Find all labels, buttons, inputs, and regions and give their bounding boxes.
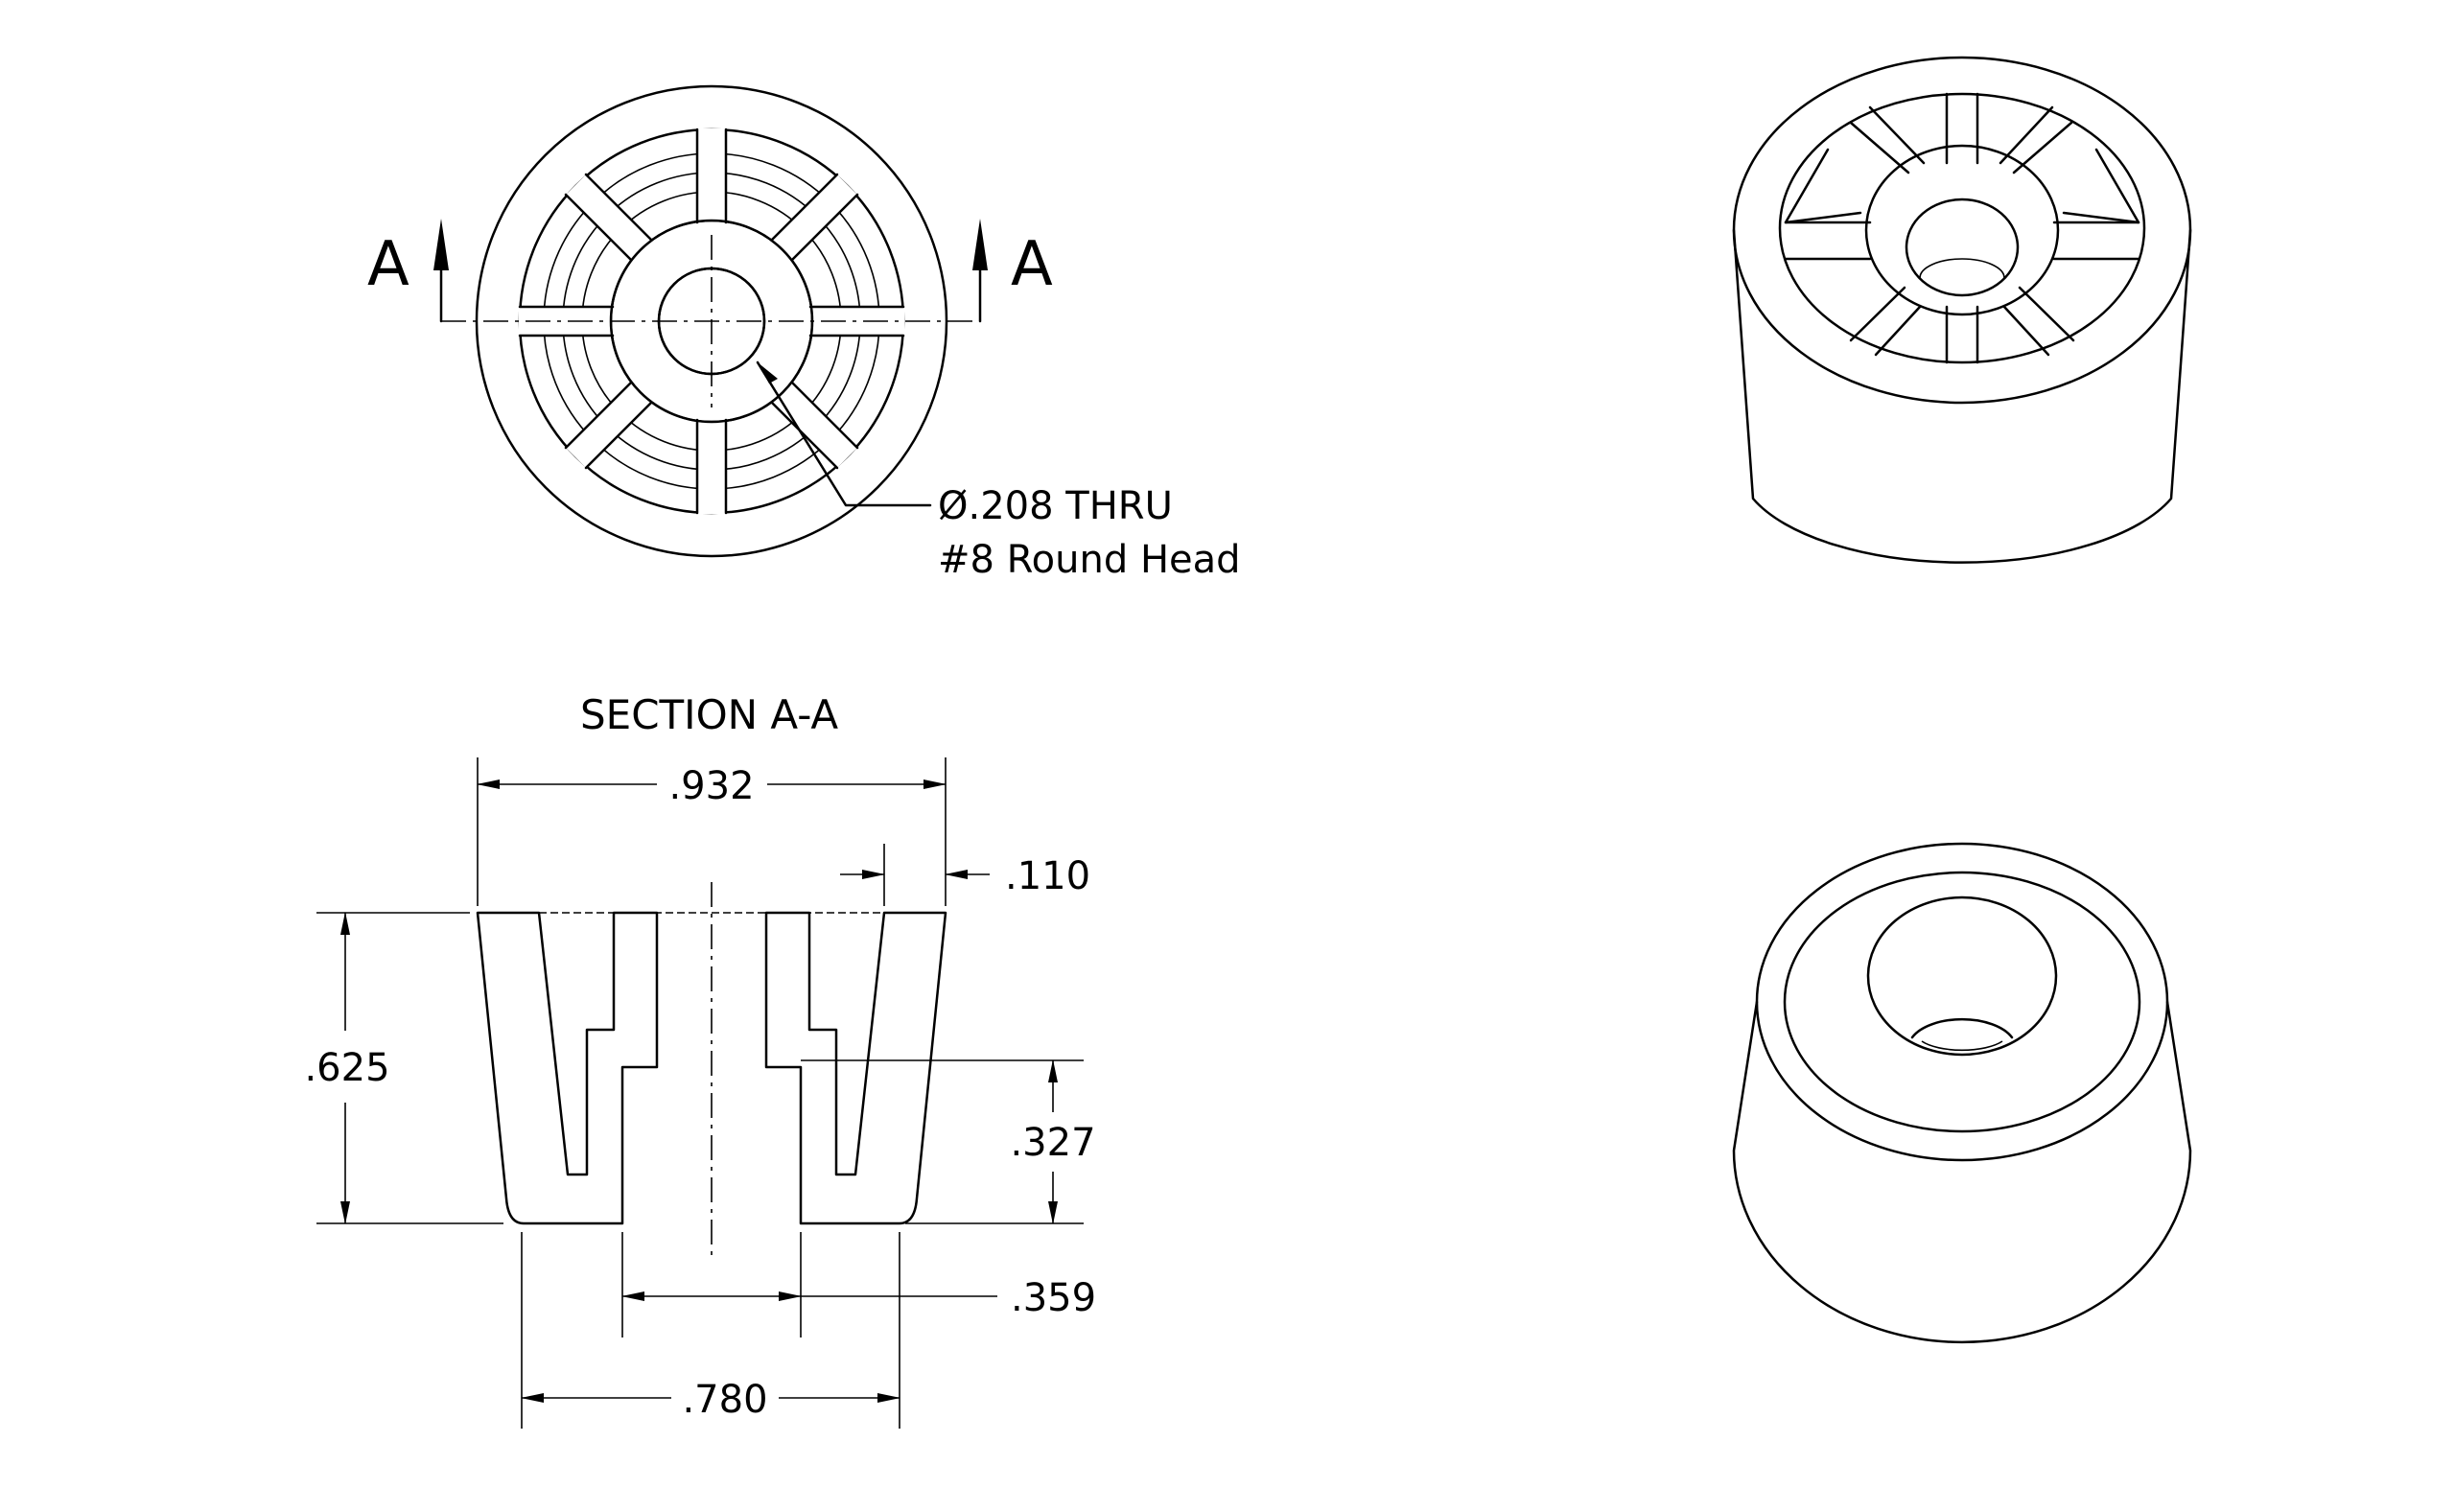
iso-top-counterbore: [1866, 896, 2058, 1057]
iso-bottom-cavity: [1778, 92, 2146, 364]
spoke-rib-edges: [518, 128, 905, 515]
iso-top-chamfer: [1783, 871, 2141, 1133]
dim-bottom-width-text: .780: [682, 1378, 767, 1422]
dim-rim-thickness-text: .110: [1005, 854, 1090, 898]
dim-counterbore-width: .359: [621, 1232, 1096, 1338]
section-title: SECTION A-A: [580, 691, 838, 738]
iso-bottom-hub: [1864, 144, 2060, 316]
iso-top-body: [1732, 1000, 2192, 1344]
iso-top-face: [1755, 842, 2169, 1162]
section-label-right: A: [1011, 229, 1053, 300]
iso-bottom-ribs: [1784, 92, 2140, 364]
dim-bottom-width: .780: [521, 1232, 900, 1429]
section-arrow-left: [433, 219, 449, 323]
iso-bottom-hole: [1905, 198, 2020, 297]
dim-counterbore-width-text: .359: [1011, 1276, 1096, 1320]
dim-rim-thickness: .110: [840, 844, 1090, 906]
dim-height: .625: [304, 912, 503, 1224]
hole-leader: [756, 361, 932, 507]
section-arrow-right: [972, 219, 988, 323]
dim-height-text: .625: [304, 1046, 389, 1090]
screw-callout-text: #8 Round Head: [938, 538, 1241, 582]
dim-top-width: .932: [477, 757, 947, 906]
section-view: SECTION A-A .932 .110 .625: [304, 691, 1096, 1429]
spoke-ribs: [519, 128, 904, 514]
iso-bottom-body: [1732, 228, 2192, 564]
iso-view-top: [1732, 842, 2192, 1344]
top-view: A A Ø.208 THRU #8 Round Head: [367, 84, 1241, 582]
right-wall-section: [764, 911, 947, 1225]
left-wall-section: [476, 911, 659, 1225]
hole-callout-text: Ø.208 THRU: [938, 484, 1173, 528]
iso-view-underside: [1732, 56, 2192, 564]
dim-counterbore-depth: .327: [801, 1059, 1096, 1224]
iso-bottom-rim: [1732, 56, 2192, 405]
section-label-left: A: [367, 229, 409, 300]
dim-counterbore-depth-text: .327: [1010, 1121, 1095, 1165]
dim-top-width-text: .932: [668, 764, 754, 808]
